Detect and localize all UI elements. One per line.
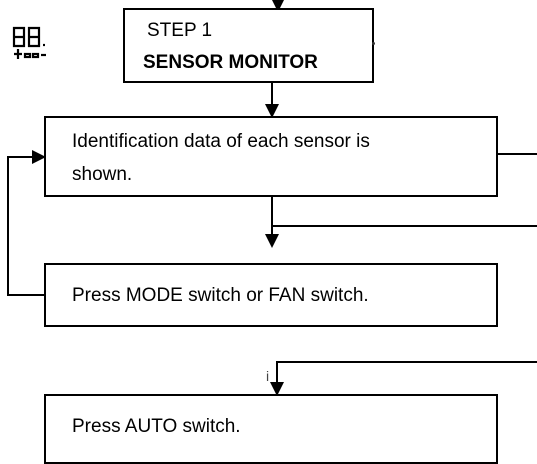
seven-segment-display-icon <box>12 26 46 59</box>
loop-back-line <box>7 150 46 296</box>
press-auto-text: Press AUTO switch. <box>72 416 241 437</box>
step1-title: STEP 1 <box>147 20 213 41</box>
identification-text-line1: Identification data of each sensor is <box>72 131 370 152</box>
identification-box: Identification data of each sensor is sh… <box>44 116 498 197</box>
step1-subtitle: SENSOR MONITOR <box>143 52 318 73</box>
press-mode-text: Press MODE switch or FAN switch. <box>72 285 369 306</box>
stray-mark: i <box>266 368 270 384</box>
line-to-press-auto <box>270 361 537 396</box>
dot-mark <box>372 42 375 45</box>
press-mode-box: Press MODE switch or FAN switch. <box>44 263 498 327</box>
step1-box: STEP 1 SENSOR MONITOR <box>123 8 374 83</box>
flow-connectors <box>7 0 537 396</box>
press-auto-box: Press AUTO switch. <box>44 394 498 464</box>
identification-text-line2: shown. <box>72 164 133 185</box>
